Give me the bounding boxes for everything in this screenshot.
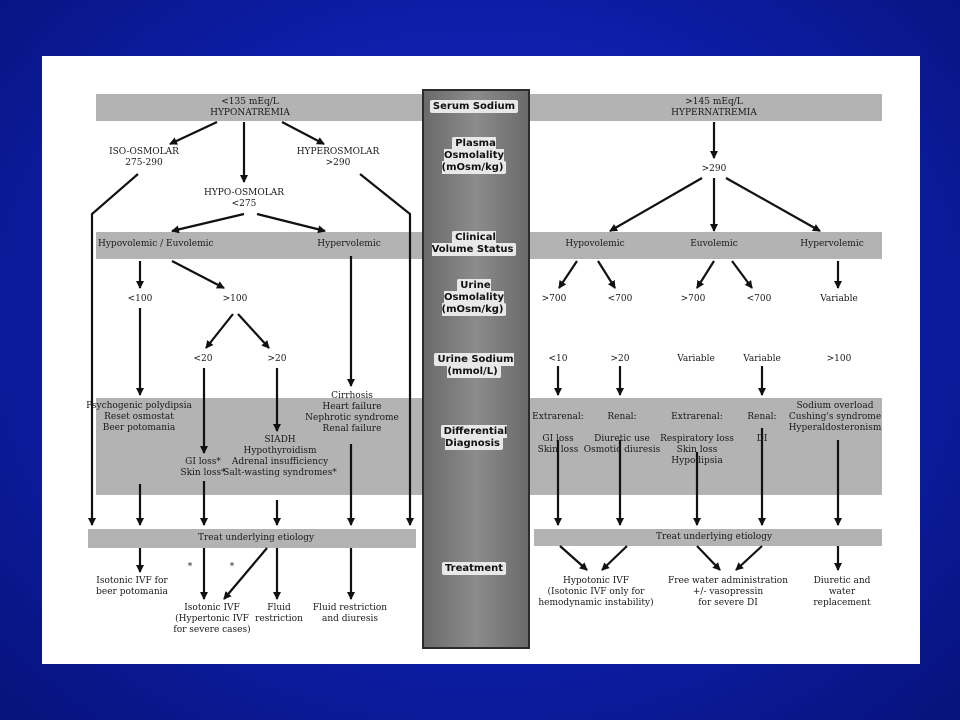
treat-etiology-left: Treat underlying etiology (197, 533, 315, 543)
asterisk-2: * (229, 562, 235, 572)
hypervolemic-node-right: Hypervolemic (800, 239, 864, 249)
dd-renal-1-heading: Renal: (607, 412, 637, 422)
label-differential-diagnosis: Differential Diagnosis (419, 425, 529, 450)
flow-arrows (88, 121, 842, 600)
hypo-osmolar-node: HYPO-OSMOLAR <275 (204, 188, 284, 209)
urine-na-lt20: <20 (193, 354, 213, 364)
treatment-band-right (534, 529, 882, 546)
dd-renal-2-heading: Renal: (747, 412, 777, 422)
tx-fluid-restriction: Fluid restriction (255, 603, 303, 624)
hypovolemic-euvolemic-node: Hypovolemic / Euvolemic (98, 239, 214, 249)
label-urine-sodium: Urine Sodium (mmol/L) (419, 353, 529, 378)
urine-osm-lt700-b: <700 (746, 294, 772, 304)
iso-osmolar-node: ISO-OSMOLAR 275-290 (109, 147, 179, 168)
hyperosmolar-node: HYPEROSMOLAR >290 (296, 147, 380, 168)
asterisk-1: * (187, 562, 193, 572)
label-clinical-volume-status: Clinical Volume Status (419, 231, 529, 256)
tx-free-water: Free water administration +/- vasopressi… (667, 576, 789, 608)
dd-renal-1-items: Diuretic use Osmotic diuresis (583, 434, 661, 455)
label-treatment: Treatment (419, 562, 529, 575)
dd-cirrhosis: Cirrhosis Heart failure Nephrotic syndro… (305, 391, 399, 434)
treat-etiology-right: Treat underlying etiology (655, 532, 773, 542)
urine-na-lt10: <10 (548, 354, 568, 364)
dd-extrarenal-1: Extrarenal: GI loss Skin loss (532, 401, 584, 467)
dd-psychogenic: Psychogenic polydipsia Reset osmostat Be… (86, 401, 192, 433)
dd-gi-skin-loss: GI loss* Skin loss* (180, 457, 226, 478)
urine-osm-gt700-a: >700 (541, 294, 567, 304)
urine-na-variable-2: Variable (743, 354, 781, 364)
tx-hypotonic-ivf: Hypotonic IVF (Isotonic IVF only for hem… (538, 576, 654, 608)
dd-extrarenal-1-heading: Extrarenal: (532, 412, 584, 422)
urine-na-gt20: >20 (267, 354, 287, 364)
tx-isotonic-ivf: Isotonic IVF (Hypertonic IVF for severe … (173, 603, 251, 635)
urine-osm-gt700-b: >700 (680, 294, 706, 304)
tx-isotonic-beer: Isotonic IVF for beer potomania (96, 576, 168, 597)
dd-extrarenal-1-items: GI loss Skin loss (537, 434, 579, 455)
label-urine-osmolality: Urine Osmolality (mOsm/kg) (419, 279, 529, 316)
hypovolemic-node-right: Hypovolemic (565, 239, 625, 249)
dd-sodium-overload: Sodium overload Cushing's syndrome Hyper… (788, 401, 882, 433)
dd-extrarenal-2-heading: Extrarenal: (671, 412, 723, 422)
hyponatremia-header: <135 mEq/L HYPONATREMIA (210, 97, 290, 118)
label-serum-sodium: Serum Sodium (419, 100, 529, 113)
dd-renal-1: Renal: Diuretic use Osmotic diuresis (584, 401, 661, 467)
urine-na-variable-1: Variable (677, 354, 715, 364)
urine-osm-lt700-a: <700 (607, 294, 633, 304)
tx-diuretic-water: Diuretic and water replacement (813, 576, 871, 608)
urine-na-gt20-right: >20 (610, 354, 630, 364)
hypervolemic-node-left: Hypervolemic (317, 239, 381, 249)
urine-osm-lt100: <100 (127, 294, 153, 304)
urine-osm-gt100: >100 (222, 294, 248, 304)
treatment-band-left (88, 529, 416, 548)
slide-canvas: Serum Sodium Plasma Osmolality (mOsm/kg)… (42, 56, 920, 664)
plasma-osm-gt290: >290 (701, 164, 727, 174)
hypernatremia-header: >145 mEq/L HYPERNATREMIA (671, 97, 757, 118)
tx-fluid-restriction-diuresis: Fluid restriction and diuresis (312, 603, 388, 624)
urine-na-gt100: >100 (826, 354, 852, 364)
label-plasma-osmolality: Plasma Osmolality (mOsm/kg) (419, 137, 529, 174)
dd-siadh: SIADH Hypothyroidism Adrenal insufficien… (223, 435, 337, 478)
urine-osm-variable: Variable (820, 294, 858, 304)
euvolemic-node: Euvolemic (690, 239, 738, 249)
